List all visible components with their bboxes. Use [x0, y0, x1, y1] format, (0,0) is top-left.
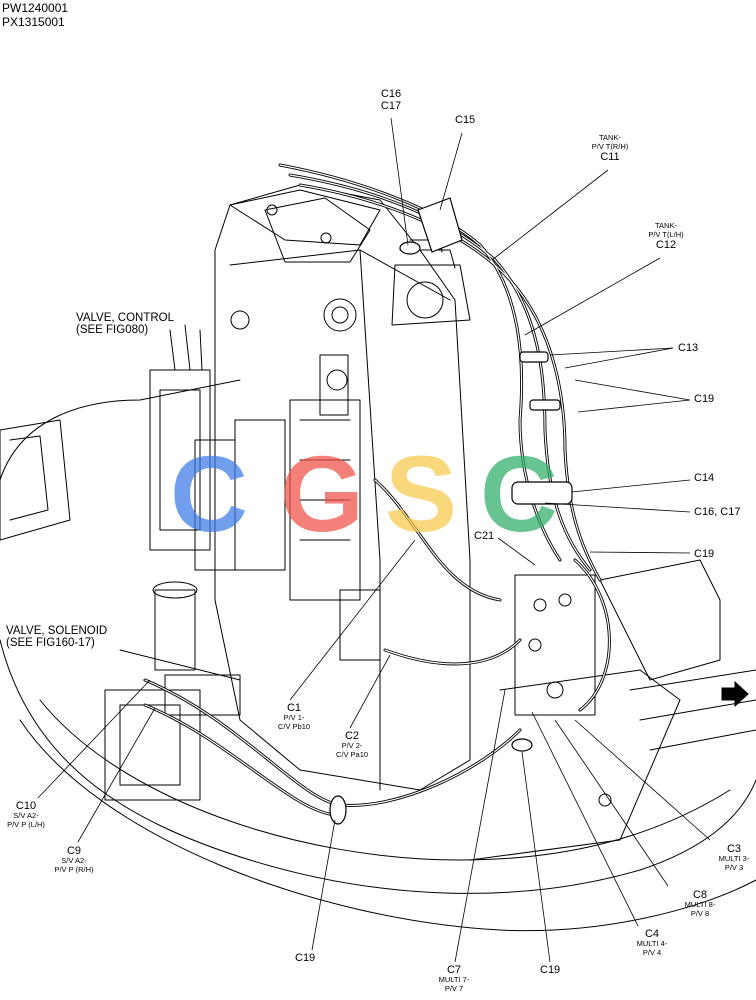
- leader-c7: [454, 689, 506, 963]
- hose-c2: [383, 638, 522, 666]
- watermark-letter-g: G: [280, 433, 365, 554]
- serial-range-line-1: PW1240001: [2, 1, 69, 15]
- callout-c12: TANK- P/V T(L/H) C12: [648, 221, 684, 251]
- watermark-letter-c2: C: [480, 433, 558, 554]
- callout-c16-top: C16 C17: [380, 88, 402, 112]
- valve-housing-top: [229, 189, 381, 246]
- right-plate: [469, 669, 681, 861]
- support-column: [154, 589, 196, 671]
- leader-c1: [289, 539, 416, 701]
- leader-c19-bottom-mid: [521, 751, 551, 963]
- watermark-letter-c1: C: [170, 433, 248, 554]
- leader-c13-2: [564, 347, 674, 369]
- callout-c8: C8 MULTI 8- P/V 8: [684, 889, 716, 918]
- solenoid-valve-body: [104, 649, 241, 801]
- valve-spool-stack-left: [149, 324, 286, 571]
- direction-arrow-icon: [721, 680, 749, 708]
- hose-c3: [573, 558, 611, 712]
- leader-c13-1: [549, 347, 674, 356]
- callout-c19-a: C19: [694, 393, 715, 405]
- left-bracket: [0, 419, 71, 541]
- port-3: [326, 369, 348, 391]
- clamp-c14: [511, 481, 573, 505]
- leader-c19-bottom-left: [311, 819, 336, 951]
- side-panel: [629, 669, 756, 751]
- valve-spool-stack-right: [289, 354, 381, 661]
- watermark-letter-s: S: [385, 433, 458, 554]
- leader-c19-b: [589, 551, 691, 554]
- callout-c14: C14: [694, 472, 715, 484]
- clamp-c19-b: [329, 795, 347, 825]
- leader-c4: [531, 711, 639, 927]
- leader-c2: [349, 654, 391, 729]
- callout-c16-c17: C16, C17: [694, 506, 741, 518]
- note-valve-control: VALVE, CONTROL (SEE FIG080): [76, 312, 174, 336]
- callout-c1: C1 P/V 1- C/V Pb10: [277, 702, 311, 731]
- callout-c11: TANK- P/V T(R/H) C11: [591, 133, 629, 163]
- clamp-c15: [417, 197, 463, 253]
- leader-c9: [77, 707, 156, 843]
- port-1: [230, 310, 250, 330]
- callout-c15: C15: [455, 114, 476, 126]
- leader-c12: [524, 257, 661, 336]
- leader-c10: [37, 679, 151, 799]
- bolt-2: [320, 232, 332, 244]
- callout-c2: C2 P/V 2- C/V Pa10: [335, 730, 369, 759]
- leader-c11: [491, 169, 609, 261]
- multi-control-valve: [514, 574, 596, 716]
- valve-housing-face: [229, 249, 451, 791]
- bolt-1: [266, 204, 278, 216]
- valve-top-cap: [264, 197, 371, 263]
- note-valve-solenoid: VALVE, SOLENOID (SEE FIG160-17): [6, 625, 108, 649]
- leader-c16-top: [390, 117, 409, 246]
- callout-c19-bottom-left: C19: [295, 952, 316, 964]
- callout-c3: C3 MULTI 3- P/V 3: [718, 843, 750, 872]
- leader-c8: [554, 719, 669, 887]
- frame-outer-curve: [19, 719, 756, 932]
- clamp-c19-a: [529, 399, 561, 411]
- leader-c3: [574, 719, 711, 841]
- leader-c14: [571, 479, 691, 493]
- leader-c16-c17: [544, 502, 691, 513]
- leader-c19-a-2: [577, 399, 691, 413]
- callout-c21: C21: [474, 530, 495, 542]
- clamp-c19-c: [511, 738, 533, 752]
- leader-c21: [497, 537, 536, 566]
- callout-c19-b: C19: [694, 548, 715, 560]
- clamp-c16-top: [399, 241, 421, 255]
- callout-c10: C10 S/V A2- P/V P (L/H): [7, 800, 45, 829]
- callout-c13: C13: [678, 342, 699, 354]
- callout-c7: C7 MULTI 7- P/V 7: [438, 964, 470, 993]
- frame-inner-curve: [39, 699, 731, 861]
- callout-c9: C9 S/V A2- P/V P (R/H): [54, 845, 94, 874]
- clamp-c13: [519, 351, 549, 363]
- callout-c4: C4 MULTI 4- P/V 4: [636, 928, 668, 957]
- serial-range-line-2: PX1315001: [2, 15, 65, 29]
- port-2: [323, 298, 357, 332]
- upper-frame-outline: [0, 379, 756, 894]
- leader-c19-a-1: [574, 379, 691, 401]
- leader-c15: [439, 132, 463, 211]
- side-box: [599, 559, 721, 681]
- callout-c19-bottom-mid: C19: [540, 964, 561, 976]
